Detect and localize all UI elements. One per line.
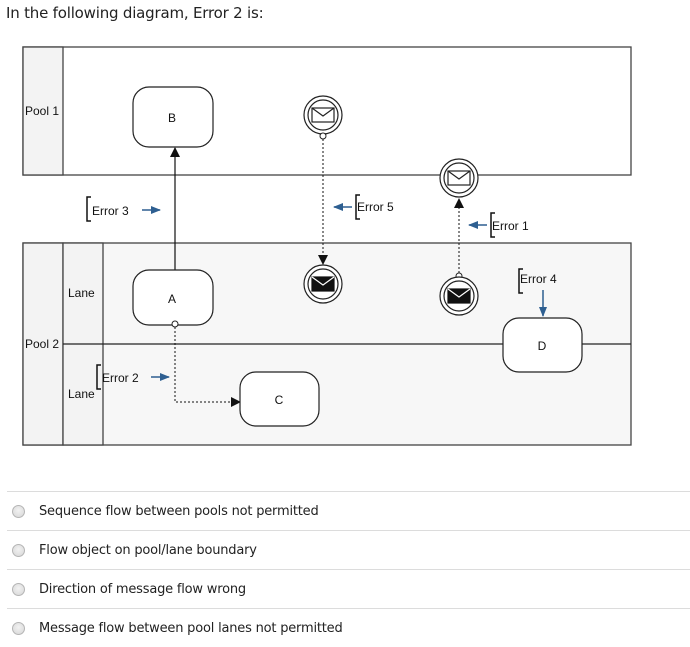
envelope-filled-icon bbox=[311, 276, 335, 292]
error-1-annotation: Error 1 bbox=[468, 212, 529, 238]
radio-button[interactable] bbox=[12, 582, 25, 596]
task-c[interactable]: C bbox=[239, 371, 320, 427]
error-4-label: Error 4 bbox=[520, 272, 557, 286]
pool2-message-event-2[interactable] bbox=[439, 276, 479, 316]
envelope-icon bbox=[447, 170, 471, 186]
task-d-label: D bbox=[538, 339, 547, 353]
answer-option-1[interactable]: Sequence flow between pools not permitte… bbox=[7, 491, 690, 530]
lane-2-label: Lane bbox=[68, 387, 95, 401]
answer-option-label: Message flow between pool lanes not perm… bbox=[39, 620, 343, 636]
pool-2-header bbox=[22, 242, 64, 446]
radio-button[interactable] bbox=[12, 621, 25, 635]
task-b[interactable]: B bbox=[132, 86, 214, 148]
message-flow-a-to-c bbox=[171, 320, 241, 407]
task-a[interactable]: A bbox=[132, 269, 214, 326]
answer-option-label: Direction of message flow wrong bbox=[39, 581, 246, 597]
error-3-label: Error 3 bbox=[92, 204, 129, 218]
lane-1-label: Lane bbox=[68, 286, 95, 300]
task-c-label: C bbox=[275, 393, 284, 407]
task-d[interactable]: D bbox=[502, 317, 583, 373]
error-2-label: Error 2 bbox=[102, 371, 139, 385]
pool1-message-event-1[interactable] bbox=[303, 95, 343, 135]
answer-option-label: Flow object on pool/lane boundary bbox=[39, 542, 257, 558]
error-3-annotation: Error 3 bbox=[86, 196, 161, 222]
error-4-annotation: Error 4 bbox=[518, 268, 557, 317]
envelope-icon bbox=[311, 107, 335, 123]
answer-option-2[interactable]: Flow object on pool/lane boundary bbox=[7, 530, 690, 569]
pool-1-header bbox=[22, 46, 64, 176]
question-text: In the following diagram, Error 2 is: bbox=[6, 4, 264, 22]
message-flow-pool1-to-pool2 bbox=[318, 132, 328, 265]
pool-1-label: Pool 1 bbox=[25, 104, 59, 118]
task-b-label: B bbox=[168, 111, 176, 125]
bpmn-diagram: Pool 1 Pool 2 Lane Lane B A C D bbox=[22, 46, 632, 446]
task-a-label: A bbox=[168, 292, 176, 306]
radio-button[interactable] bbox=[12, 504, 25, 518]
answer-option-3[interactable]: Direction of message flow wrong bbox=[7, 569, 690, 608]
envelope-filled-icon bbox=[447, 288, 471, 304]
pool2-message-event-1[interactable] bbox=[303, 264, 343, 304]
answer-options: Sequence flow between pools not permitte… bbox=[0, 491, 690, 647]
error-1-label: Error 1 bbox=[492, 219, 529, 233]
answer-option-label: Sequence flow between pools not permitte… bbox=[39, 503, 319, 519]
error-5-label: Error 5 bbox=[357, 200, 394, 214]
error-2-annotation: Error 2 bbox=[96, 364, 170, 390]
error-5-annotation: Error 5 bbox=[333, 194, 394, 220]
radio-button[interactable] bbox=[12, 543, 25, 557]
answer-option-4[interactable]: Message flow between pool lanes not perm… bbox=[7, 608, 690, 647]
pool-2-label: Pool 2 bbox=[25, 337, 59, 351]
pool1-message-event-2[interactable] bbox=[439, 158, 479, 198]
